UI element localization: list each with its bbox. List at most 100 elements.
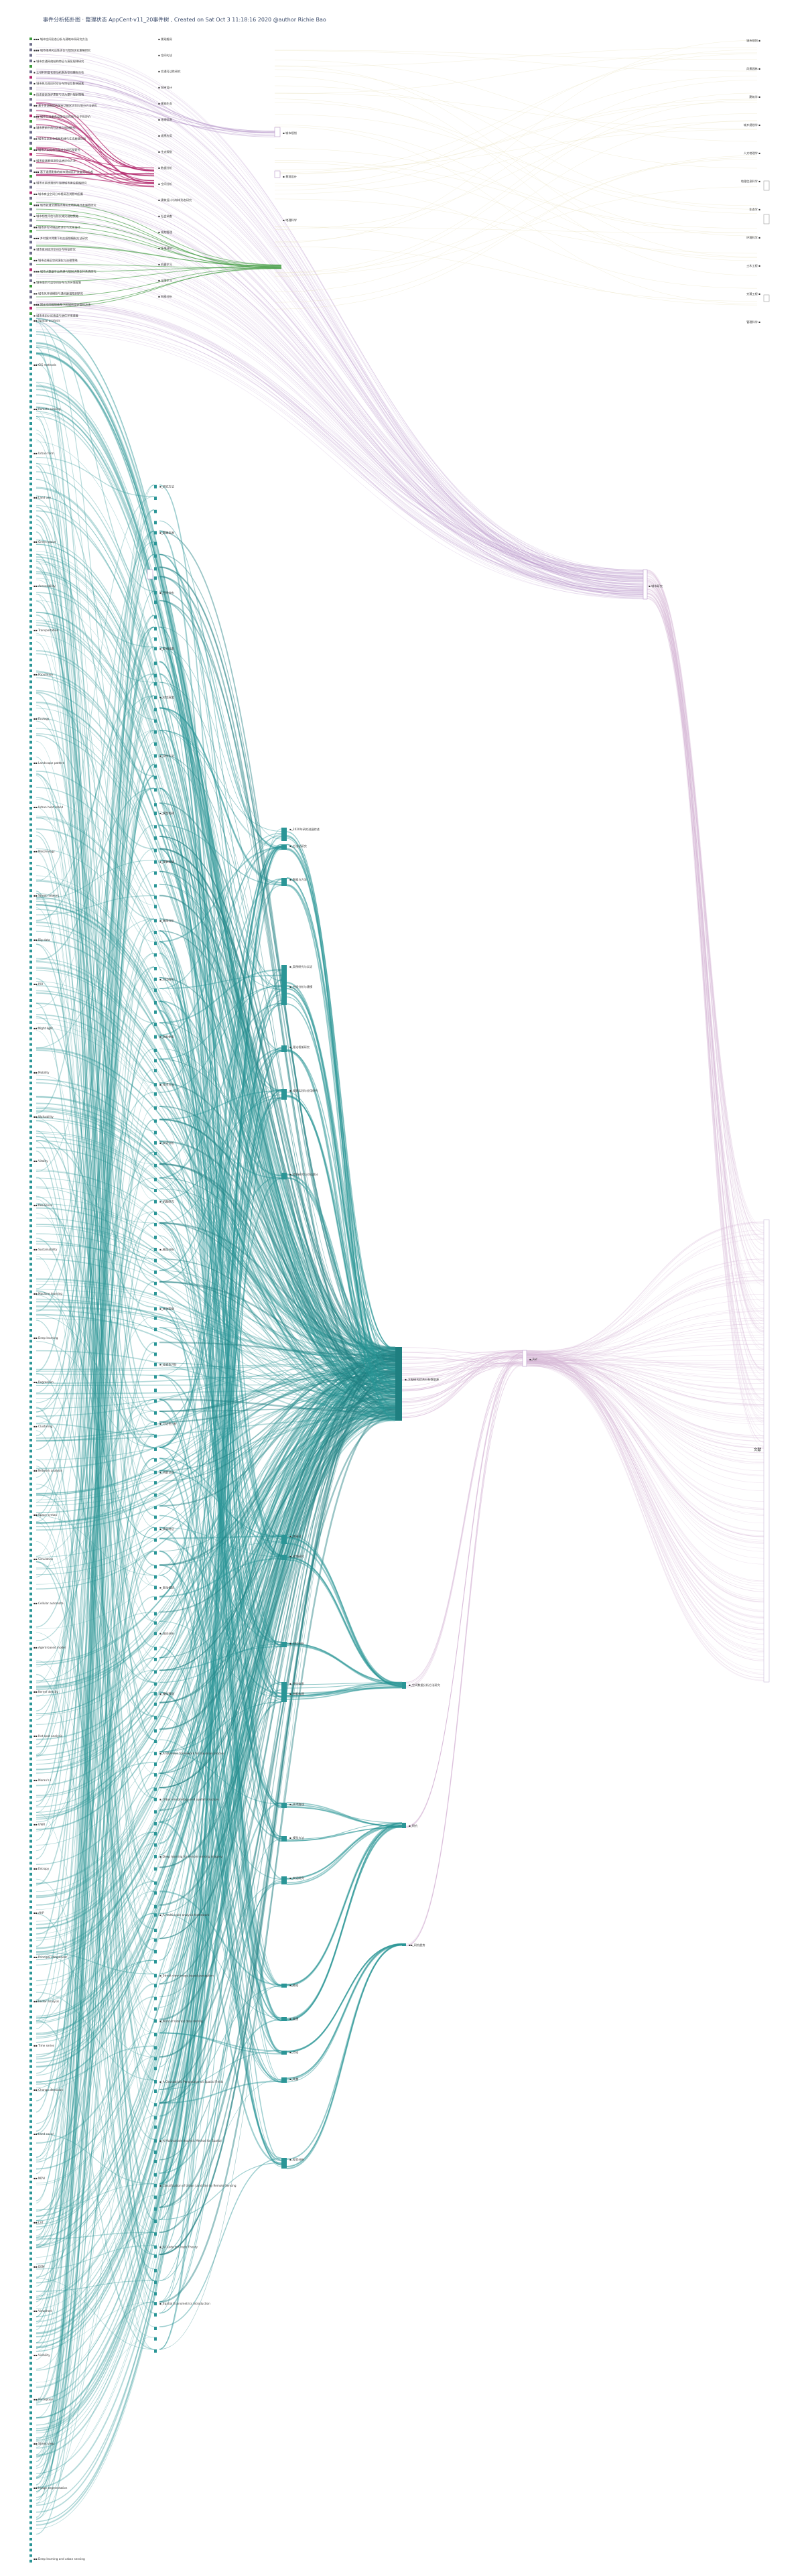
- left-node[interactable]: [29, 1417, 32, 1420]
- left-node[interactable]: [29, 224, 32, 227]
- left-node[interactable]: [29, 1422, 32, 1425]
- left-node[interactable]: [29, 1796, 32, 1799]
- left-node[interactable]: [29, 1092, 32, 1096]
- left-node[interactable]: [29, 603, 32, 606]
- mid-node[interactable]: [154, 661, 157, 665]
- left-node[interactable]: [29, 2213, 32, 2217]
- mid-node[interactable]: [154, 1281, 157, 1285]
- left-node[interactable]: [29, 1884, 32, 1887]
- left-node[interactable]: [29, 1840, 32, 1843]
- left-node[interactable]: [29, 460, 32, 464]
- left-node[interactable]: [29, 2444, 32, 2447]
- left-node[interactable]: [29, 1762, 32, 1766]
- left-node[interactable]: [29, 570, 32, 574]
- left-node[interactable]: [29, 1400, 32, 1403]
- left-node[interactable]: [29, 2131, 32, 2134]
- left-node[interactable]: [29, 608, 32, 612]
- left-node[interactable]: [29, 812, 32, 816]
- mid-node[interactable]: [154, 895, 157, 899]
- left-node[interactable]: [29, 1082, 32, 1084]
- left-node[interactable]: [29, 2241, 32, 2244]
- mid-node[interactable]: [154, 2067, 157, 2071]
- mid-node[interactable]: [154, 627, 157, 631]
- mid-node[interactable]: [154, 2159, 157, 2163]
- mid-node[interactable]: [154, 1493, 157, 1497]
- left-node[interactable]: [29, 400, 32, 403]
- mid-node[interactable]: [154, 1151, 157, 1155]
- mid-node[interactable]: [154, 591, 157, 595]
- left-node[interactable]: [29, 1477, 32, 1480]
- left-node[interactable]: [29, 2279, 32, 2282]
- mid-node[interactable]: [154, 788, 157, 792]
- left-node[interactable]: [29, 175, 32, 178]
- mid-node[interactable]: [154, 2254, 157, 2258]
- left-node[interactable]: [29, 2230, 32, 2233]
- left-node[interactable]: [29, 1549, 32, 1551]
- left-node[interactable]: [29, 416, 32, 420]
- mid-node[interactable]: [154, 2219, 157, 2224]
- center-node[interactable]: [522, 1350, 527, 1367]
- mid-node[interactable]: [154, 1177, 157, 1181]
- left-node[interactable]: [29, 790, 32, 793]
- left-node[interactable]: [29, 845, 32, 848]
- left-node[interactable]: [29, 1329, 32, 1332]
- left-node[interactable]: [29, 1900, 32, 1903]
- left-node[interactable]: [29, 2538, 32, 2540]
- left-node[interactable]: [29, 818, 32, 821]
- left-node[interactable]: [29, 213, 32, 216]
- left-node[interactable]: [29, 702, 32, 706]
- left-node[interactable]: [29, 950, 32, 953]
- mid-node[interactable]: [154, 1035, 157, 1039]
- left-node[interactable]: [29, 2252, 32, 2255]
- left-node[interactable]: [29, 1949, 32, 1953]
- left-node[interactable]: [29, 450, 32, 452]
- left-node[interactable]: [29, 1384, 32, 1387]
- mid-node[interactable]: [154, 2232, 157, 2236]
- left-node[interactable]: [29, 1532, 32, 1535]
- mid-node[interactable]: [154, 1575, 157, 1579]
- left-node[interactable]: [29, 1504, 32, 1508]
- mid-node[interactable]: [154, 1716, 157, 1720]
- mid-node[interactable]: [154, 1702, 157, 1706]
- left-node[interactable]: [29, 1675, 32, 1678]
- left-node[interactable]: [29, 658, 32, 661]
- mid-node[interactable]: [154, 2326, 157, 2330]
- left-node[interactable]: [29, 1208, 32, 1211]
- third-hub-node[interactable]: [402, 1823, 406, 1828]
- left-node[interactable]: [29, 2323, 32, 2327]
- left-node[interactable]: [29, 642, 32, 645]
- left-node[interactable]: [29, 1515, 32, 1519]
- left-node[interactable]: [29, 428, 32, 431]
- left-node[interactable]: [29, 2126, 32, 2128]
- mid-node[interactable]: [154, 754, 157, 758]
- mid-node[interactable]: [154, 1010, 157, 1014]
- left-node[interactable]: [29, 889, 32, 892]
- left-node[interactable]: [29, 1323, 32, 1326]
- left-node[interactable]: [29, 2312, 32, 2315]
- left-node[interactable]: [29, 675, 32, 678]
- left-node[interactable]: [29, 1372, 32, 1376]
- left-node[interactable]: [29, 773, 32, 777]
- left-node[interactable]: [29, 1642, 32, 1645]
- left-node[interactable]: [29, 493, 32, 497]
- left-node[interactable]: [29, 2362, 32, 2365]
- left-node[interactable]: [29, 1411, 32, 1414]
- left-node[interactable]: [29, 960, 32, 964]
- left-node[interactable]: [29, 438, 32, 442]
- left-node[interactable]: [29, 532, 32, 535]
- left-node[interactable]: [29, 218, 32, 222]
- left-node[interactable]: [29, 2153, 32, 2156]
- mid-node[interactable]: [154, 1974, 157, 1978]
- left-node[interactable]: [29, 697, 32, 700]
- hub-node[interactable]: [281, 1876, 287, 1884]
- mid-node[interactable]: [154, 1458, 157, 1462]
- left-node[interactable]: [29, 1664, 32, 1667]
- mid-node[interactable]: [154, 719, 157, 723]
- left-node[interactable]: [29, 251, 32, 255]
- left-node[interactable]: [29, 312, 32, 315]
- mid-node[interactable]: [154, 1083, 157, 1087]
- left-node[interactable]: [29, 2263, 32, 2266]
- mid-node[interactable]: [154, 554, 157, 558]
- mid-node[interactable]: [154, 1551, 157, 1555]
- mid-node[interactable]: [154, 1421, 157, 1425]
